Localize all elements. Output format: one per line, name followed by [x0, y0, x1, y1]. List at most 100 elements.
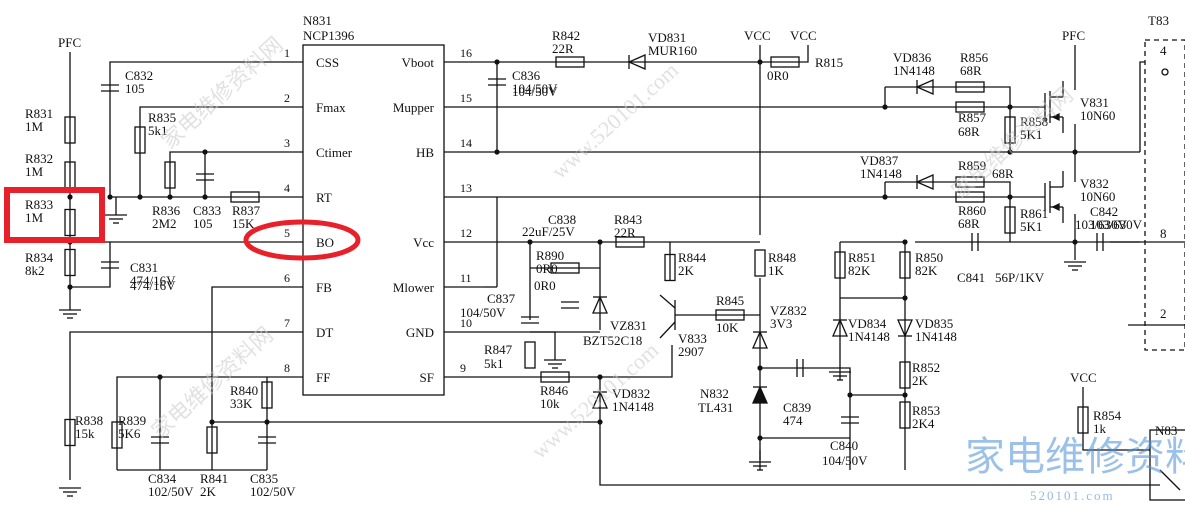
- label-vz832: 3V3: [770, 316, 792, 331]
- label-r843: R843: [614, 212, 642, 227]
- junction-dot: [167, 194, 173, 200]
- capacitor-c832: [101, 84, 119, 92]
- junction-dot: [137, 194, 143, 200]
- label-r890: R890: [536, 248, 564, 263]
- label-r845-value: 10K: [716, 320, 739, 335]
- junction-dot: [494, 59, 500, 65]
- ic-pin-10-number: 10: [460, 316, 472, 330]
- label-v831: 10N60: [1080, 108, 1115, 123]
- label-r843: 22R: [614, 225, 636, 240]
- junction-dot: [597, 419, 603, 425]
- highlight-ellipse-bo-pin: [243, 219, 361, 261]
- capacitor-c833: [196, 173, 214, 181]
- label-r832: 1M: [25, 164, 44, 179]
- label-r831: 1M: [25, 119, 44, 134]
- junction-dot: [757, 435, 763, 441]
- label-r833: 1M: [25, 210, 44, 225]
- junction-dot: [882, 104, 888, 110]
- label-r836-value: 2M2: [152, 216, 177, 231]
- transformer-dot: [1161, 68, 1169, 76]
- label-r832: R832: [25, 151, 53, 166]
- resistor-r856: [955, 81, 985, 93]
- label-r854: R854: [1093, 408, 1122, 423]
- label-r842: 22R: [552, 41, 574, 56]
- resistor-r853: [899, 401, 911, 429]
- label-r815-value: 0R0: [767, 68, 789, 83]
- junction-dot: [902, 239, 908, 245]
- wire: [1139, 61, 1145, 152]
- diode-vd832: [592, 390, 608, 409]
- label-vd831: MUR160: [648, 43, 697, 58]
- ground-low-side: [1064, 261, 1086, 271]
- label-r835: 5k1: [148, 123, 168, 138]
- junction-dot: [157, 374, 163, 380]
- net-pfc-right: PFC: [1062, 28, 1085, 43]
- ic-pin-gnd-name: GND: [406, 325, 434, 340]
- label-v831: V831: [1080, 95, 1109, 110]
- ic-pin-4-number: 4: [284, 181, 290, 195]
- junction-dot: [202, 194, 208, 200]
- wire-css: [109, 61, 277, 197]
- label-c840: C840: [830, 438, 858, 453]
- label-r860: R860: [958, 203, 986, 218]
- label-r853: 2K4: [912, 416, 935, 431]
- junction-dot: [209, 419, 215, 425]
- ic-pin-vboot-name: Vboot: [402, 55, 435, 70]
- ic-pin-hb-name: HB: [416, 145, 434, 160]
- ground-tl431: [749, 461, 771, 471]
- wire: [1082, 387, 1150, 451]
- mosfet-v831: [1044, 81, 1064, 133]
- capacitor-c835: [258, 436, 276, 444]
- capacitor-c831: [101, 261, 119, 269]
- junction-dot: [67, 194, 73, 200]
- resistor-r861: [1004, 206, 1016, 234]
- ic-pin-14-number: 14: [460, 136, 472, 150]
- label-r835: R835: [148, 110, 176, 125]
- label-n83x: N83: [1155, 423, 1177, 438]
- label-c835: 102/50V: [250, 484, 296, 499]
- label-r842: R842: [552, 28, 580, 43]
- label-vd836: VD836: [893, 50, 932, 65]
- ic-pin-5-number: 5: [284, 226, 290, 240]
- label-r853: R853: [912, 403, 940, 418]
- net-vcc-2: VCC: [790, 28, 817, 43]
- resistor-r835: [134, 126, 146, 154]
- shunt-regulator-n832: [752, 385, 768, 404]
- label-c832: 105: [125, 81, 145, 96]
- junction-dot: [1072, 149, 1078, 155]
- label-vd831: VD831: [648, 30, 686, 45]
- wire-c831: [70, 242, 111, 288]
- ic-pin-9-number: 9: [460, 361, 466, 375]
- resistor-r844: [664, 253, 676, 282]
- label-c833-value: 105: [193, 216, 213, 231]
- label-r841: R841: [200, 471, 228, 486]
- label-c842-value: 103/630V: [1075, 217, 1128, 232]
- label-c833: C833: [193, 203, 221, 218]
- wire-fmax: [139, 106, 277, 197]
- diode-vd836: [915, 79, 934, 95]
- resistor-r852: [899, 361, 911, 389]
- label-vd835: VD835: [915, 316, 953, 331]
- label-r852: R852: [912, 360, 940, 375]
- ic-pin-mupper-name: Mupper: [393, 100, 435, 115]
- label-r840: 33K: [230, 396, 253, 411]
- label-c834: 102/50V: [148, 484, 194, 499]
- wire-ctimer: [169, 151, 277, 197]
- resistor-r836: [164, 161, 176, 189]
- junction-dot: [597, 374, 603, 380]
- resistor-r859: [955, 176, 985, 188]
- resistor-r842: [555, 56, 585, 68]
- wire-dt: [69, 331, 277, 470]
- ic-pin-sf-name: SF: [420, 370, 434, 385]
- label-vd837: 1N4148: [860, 166, 902, 181]
- label-vd832: VD832: [612, 386, 650, 401]
- junction-dot: [494, 149, 500, 155]
- ic-pin-13-number: 13: [460, 181, 472, 195]
- wire-sf: [484, 345, 673, 378]
- ic-pin-11-number: 11: [460, 271, 472, 285]
- label-vz832: VZ832: [770, 303, 807, 318]
- capacitor-c842: [1096, 233, 1104, 251]
- capacitor-c839: [796, 359, 804, 377]
- ic-pin-dt-name: DT: [316, 325, 333, 340]
